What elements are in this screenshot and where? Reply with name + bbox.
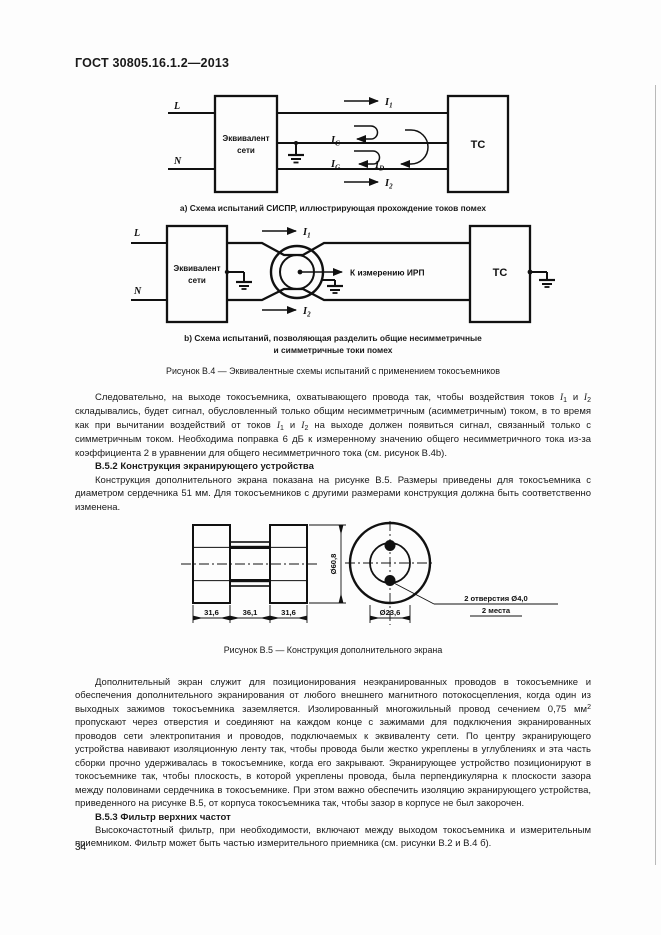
shield-side-view: [181, 524, 319, 604]
ground-icon: [224, 269, 252, 290]
paragraph: Дополнительный экран служит для позицион…: [75, 677, 591, 810]
vertical-dimension: Ø60,8: [309, 524, 346, 604]
line-n-label: N: [173, 156, 182, 167]
dim-right: 31,6: [281, 608, 296, 617]
current-ic-label: IC: [330, 135, 340, 148]
holes-note-line1: 2 отверстия Ø4,0: [464, 594, 528, 603]
probe-output-label: К измерению ИРП: [350, 268, 424, 278]
ground-icon: [321, 279, 343, 294]
section-heading-b52: В.5.2 Конструкция экранирующего устройст…: [95, 461, 314, 473]
paragraph: Конструкция дополнительного экрана показ…: [75, 474, 591, 513]
dim-inner: Ø23,6: [380, 608, 401, 617]
holes-callout: 2 отверстия Ø4,0 2 места: [391, 581, 558, 617]
current-i2-label: I2: [384, 178, 393, 191]
page-number: 34: [75, 842, 87, 853]
ground-icon: [527, 269, 555, 288]
paragraph: Следовательно, на выходе токосъемника, о…: [75, 392, 591, 459]
mains-equivalent-label-2: сети: [188, 276, 206, 285]
figure-b4a-diagram: L N Эквивалент сети ТС I1 IC IG ID I2: [168, 94, 510, 194]
mains-equivalent-label-1: Эквивалент: [223, 134, 270, 143]
mains-equivalent-box: [213, 94, 279, 194]
current-ig-loop: [354, 150, 381, 168]
current-i1-label: I1: [302, 227, 311, 240]
line-l-label: L: [133, 228, 140, 239]
figure-b4-caption: Рисунок В.4 — Эквивалентные схемы испыта…: [166, 366, 500, 376]
current-id-label: ID: [374, 160, 384, 173]
current-ic-loop: [354, 125, 379, 143]
equipment-label: ТС: [493, 267, 508, 279]
equipment-label: ТС: [471, 139, 486, 151]
probe-output-node: [297, 269, 303, 275]
wire-bottom-through-probe: [227, 287, 470, 302]
figure-b4b-caption-line2: и симметричные токи помех: [273, 345, 393, 355]
current-id-loop: [400, 129, 429, 168]
mains-equivalent-label-2: сети: [237, 146, 255, 155]
figure-b4b-diagram: L N Эквивалент сети I1 I2 К измерению ИР…: [131, 224, 555, 324]
holes-note-line2: 2 места: [482, 606, 511, 615]
wire-top-through-probe: [227, 241, 470, 257]
line-n-label: N: [133, 286, 142, 297]
current-i2-label: I2: [302, 306, 311, 319]
mains-equivalent-box: [165, 224, 229, 324]
figure-b5-caption: Рисунок В.5 — Конструкция дополнительног…: [223, 645, 443, 655]
dim-height: Ø60,8: [329, 554, 338, 575]
current-i1-label: I1: [384, 97, 393, 110]
line-l-label: L: [173, 101, 180, 112]
page-edge-line: [655, 85, 656, 865]
current-ig-label: IG: [330, 159, 340, 172]
mains-equivalent-label-1: Эквивалент: [174, 264, 221, 273]
text-block-1: Следовательно, на выходе токосъемника, о…: [75, 391, 591, 514]
page-header: ГОСТ 30805.16.1.2—2013: [75, 56, 230, 70]
equipment-box: [446, 94, 510, 194]
inner-diameter-dimension: Ø23,6: [369, 605, 411, 623]
figure-b5-drawing: 31,6 36,1 31,6 Ø60,8 Ø23,6: [181, 521, 558, 625]
paragraph: Высокочастотный фильтр, при необходимост…: [75, 824, 591, 850]
horizontal-dimensions: 31,6 36,1 31,6: [192, 605, 308, 623]
figure-b4b-caption-line1: b) Схема испытаний, позволяющая разделит…: [184, 333, 482, 343]
text-block-2: Дополнительный экран служит для позицион…: [75, 676, 591, 851]
dim-center: 36,1: [243, 608, 259, 617]
section-heading-b53: В.5.3 Фильтр верхних частот: [95, 811, 231, 823]
figure-b4a-caption: а) Схема испытаний СИСПР, иллюстрирующая…: [179, 203, 487, 213]
ground-icon: [288, 141, 304, 164]
shield-end-view: [345, 521, 435, 625]
dim-left: 31,6: [204, 608, 219, 617]
